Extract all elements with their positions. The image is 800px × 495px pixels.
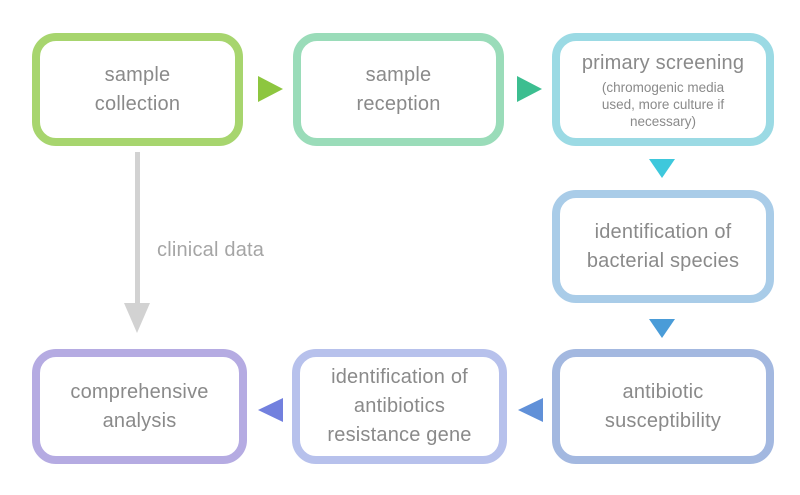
clinical-data-label: clinical data <box>157 239 265 261</box>
node-label: sample reception <box>356 63 441 115</box>
node-label: sample collection <box>94 63 181 115</box>
node-antibiotic-susceptibility: antibiotic susceptibility <box>552 349 774 464</box>
arrow-down-icon <box>649 159 675 178</box>
node-label: antibiotic susceptibility <box>604 380 722 432</box>
arrow-right-icon <box>258 76 283 102</box>
arrow-right-icon <box>517 76 542 102</box>
node-label: comprehensive analysis <box>70 380 209 432</box>
arrow-left-icon <box>258 398 283 422</box>
node-comprehensive-analysis: comprehensive analysis <box>32 349 247 464</box>
node-label: identification of bacterial species <box>586 220 740 272</box>
node-identification-of-bacterial-species: identification of bacterial species <box>552 190 774 303</box>
clinical-data-arrow-line <box>135 152 140 303</box>
node-label: primary screening <box>581 52 745 74</box>
arrow-down-icon <box>124 303 150 333</box>
node-sample-collection: sample collection <box>32 33 243 146</box>
node-label: identification of antibiotics resistance… <box>327 366 472 446</box>
node-sample-reception: sample reception <box>293 33 504 146</box>
node-identification-of-antibiotics-resistance-gene: identification of antibiotics resistance… <box>292 349 507 464</box>
arrow-down-icon <box>649 319 675 338</box>
arrow-left-icon <box>518 398 543 422</box>
node-note: (chromogenic media used, more culture if… <box>601 80 725 129</box>
node-primary-screening: primary screening (chromogenic media use… <box>552 33 774 146</box>
